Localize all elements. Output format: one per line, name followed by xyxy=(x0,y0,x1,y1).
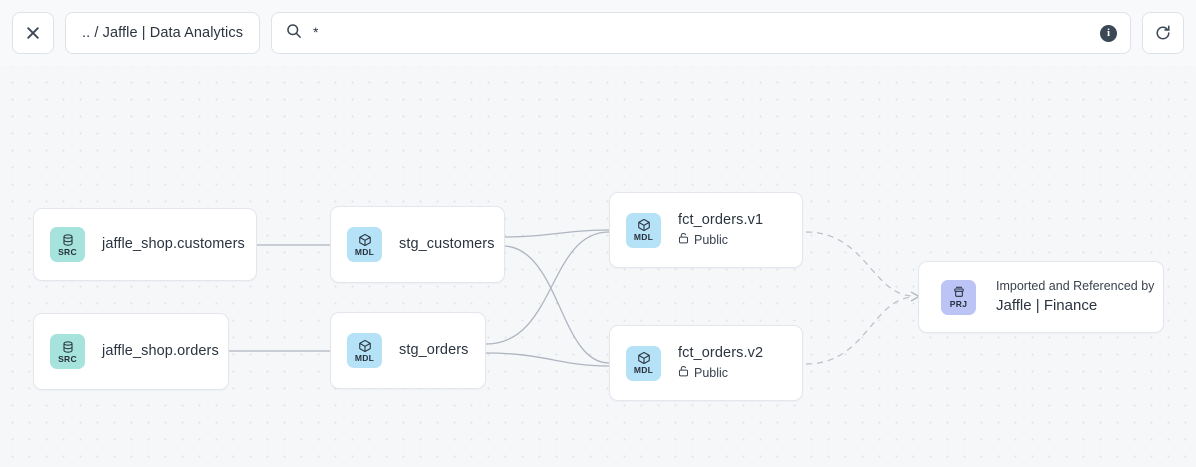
graph-node-stg-customers[interactable]: MDL stg_customers xyxy=(330,206,505,283)
node-text: jaffle_shop.customers xyxy=(102,236,245,253)
graph-node-fct-orders-v2[interactable]: MDL fct_orders.v2 Public xyxy=(609,325,803,401)
node-text: fct_orders.v1 Public xyxy=(678,212,763,247)
graph-node-jaffle-shop-customers[interactable]: SRC jaffle_shop.customers xyxy=(33,208,257,281)
mdl-badge-label: MDL xyxy=(354,352,375,363)
search-icon xyxy=(286,23,302,44)
node-title: jaffle_shop.customers xyxy=(102,236,245,253)
cube-icon xyxy=(637,218,651,232)
info-icon[interactable]: i xyxy=(1100,24,1117,42)
src-badge: SRC xyxy=(50,334,85,369)
node-title: fct_orders.v2 xyxy=(678,345,764,362)
cube-icon xyxy=(637,351,651,365)
search-input[interactable]: * i xyxy=(271,12,1131,54)
src-badge: SRC xyxy=(50,227,85,262)
node-text: stg_orders xyxy=(399,342,469,359)
refresh-icon xyxy=(1154,24,1172,42)
unlocked-padlock-icon xyxy=(678,365,689,380)
prj-badge-label: PRJ xyxy=(949,299,968,310)
node-title: stg_orders xyxy=(399,342,469,359)
node-access: Public xyxy=(678,232,763,247)
close-button[interactable] xyxy=(12,12,54,54)
mdl-badge-label: MDL xyxy=(633,365,654,376)
node-text: stg_customers xyxy=(399,236,495,253)
node-overline: Imported and Referenced by xyxy=(996,279,1155,293)
node-title: jaffle_shop.orders xyxy=(102,343,219,360)
mdl-badge: MDL xyxy=(347,333,382,368)
node-access: Public xyxy=(678,365,763,380)
node-access-label: Public xyxy=(694,232,729,247)
mdl-badge-label: MDL xyxy=(633,232,654,243)
search-value[interactable]: * xyxy=(313,24,319,40)
node-title: fct_orders.v1 xyxy=(678,212,764,229)
node-title: Jaffle | Finance xyxy=(996,297,1098,314)
toolbar: .. / Jaffle | Data Analytics * i xyxy=(0,0,1196,66)
node-text: Imported and Referenced by Jaffle | Fina… xyxy=(996,279,1154,315)
breadcrumb-label: .. / Jaffle | Data Analytics xyxy=(82,25,244,41)
mdl-badge-label: MDL xyxy=(354,246,375,257)
project-box-icon xyxy=(952,285,966,299)
database-icon xyxy=(61,233,75,247)
graph-node-jaffle-finance-project[interactable]: PRJ Imported and Referenced by Jaffle | … xyxy=(918,261,1164,333)
unlocked-padlock-icon xyxy=(678,232,689,247)
cube-icon xyxy=(358,339,372,353)
prj-badge: PRJ xyxy=(941,279,976,315)
src-badge-label: SRC xyxy=(58,246,77,257)
graph-node-stg-orders[interactable]: MDL stg_orders xyxy=(330,312,486,389)
close-icon xyxy=(26,26,40,40)
database-icon xyxy=(61,340,75,354)
node-access-label: Public xyxy=(694,365,729,380)
src-badge-label: SRC xyxy=(58,353,77,364)
node-text: jaffle_shop.orders xyxy=(102,343,219,360)
refresh-button[interactable] xyxy=(1142,12,1184,54)
node-text: fct_orders.v2 Public xyxy=(678,345,763,380)
graph-node-jaffle-shop-orders[interactable]: SRC jaffle_shop.orders xyxy=(33,313,229,390)
breadcrumb[interactable]: .. / Jaffle | Data Analytics xyxy=(65,12,261,54)
mdl-badge: MDL xyxy=(347,227,382,262)
mdl-badge: MDL xyxy=(626,212,661,248)
mdl-badge: MDL xyxy=(626,345,661,381)
graph-node-fct-orders-v1[interactable]: MDL fct_orders.v1 Public xyxy=(609,192,803,268)
node-title: stg_customers xyxy=(399,236,495,253)
cube-icon xyxy=(358,233,372,247)
